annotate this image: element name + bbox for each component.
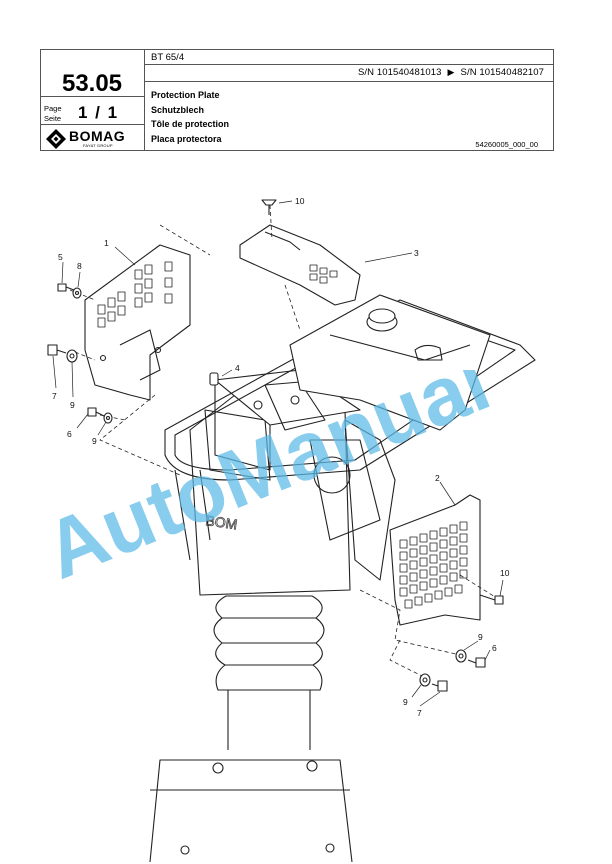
- engine-housing: BOM: [189, 369, 396, 596]
- callout-6: 6: [492, 643, 497, 653]
- assembly-lines: [69, 204, 501, 681]
- header-rule: [144, 64, 554, 65]
- washer-9b: [103, 412, 113, 424]
- title-de: Schutzblech: [151, 104, 205, 115]
- callout-2: 2: [435, 473, 440, 483]
- fasteners: [47, 199, 504, 692]
- leader-lines: [52, 200, 504, 707]
- bomag-logo: BOMAG FAYAT GROUP: [46, 128, 142, 150]
- image-code: 54260005_000_00: [475, 140, 538, 149]
- bolt-6b: [467, 657, 486, 668]
- bolt-10-right: [479, 594, 504, 605]
- callout-9: 9: [403, 697, 408, 707]
- svg-text:BOM: BOM: [205, 512, 239, 532]
- header-rule: [144, 81, 554, 82]
- logo-brand: BOMAG: [69, 128, 126, 144]
- logo-sub: FAYAT GROUP: [83, 143, 113, 148]
- callout-10: 10: [500, 568, 510, 578]
- washer-9: [66, 349, 78, 363]
- bellows: [213, 595, 325, 750]
- title-fr: Tôle de protection: [151, 119, 230, 129]
- exploded-parts-drawing: BOM: [47, 196, 536, 863]
- model-name: BT 65/4: [151, 52, 185, 63]
- protection-plate-right: [389, 494, 481, 626]
- protection-plate-top: [239, 224, 361, 306]
- callout-9: 9: [478, 632, 483, 642]
- header-border: [40, 49, 554, 151]
- callout-7: 7: [52, 391, 57, 401]
- rammer-foot: [149, 759, 353, 863]
- section-number: 53.05: [61, 70, 123, 97]
- title-es: Placa protectora: [151, 133, 222, 144]
- callout-5: 5: [58, 252, 63, 262]
- callout-9: 9: [92, 436, 97, 446]
- protection-plate-left: [84, 244, 191, 401]
- header-divider: [144, 49, 145, 151]
- fuel-tank: [289, 294, 491, 431]
- title-en: Protection Plate: [151, 90, 220, 100]
- bomag-logo-icon: [46, 129, 66, 149]
- callout-9: 9: [70, 400, 75, 410]
- arrow-right-icon: ▶: [447, 67, 455, 77]
- bolt-6: [87, 407, 105, 417]
- washer-9c: [455, 649, 467, 663]
- bolt-7b: [431, 680, 448, 692]
- serial-from: S/N 101540481013: [358, 67, 442, 78]
- callout-4: 4: [235, 363, 240, 373]
- page-label-en: Page: [44, 104, 62, 113]
- page-label: Page Seite: [44, 104, 62, 124]
- callout-7: 7: [417, 708, 422, 718]
- washer-8: [72, 287, 82, 299]
- callout-3: 3: [414, 248, 419, 258]
- bolt-10-top: [261, 199, 277, 215]
- serial-range: S/N 101540481013 ▶ S/N 101540482107: [358, 67, 544, 78]
- washer-9d: [419, 673, 431, 687]
- callout-6: 6: [67, 429, 72, 439]
- page-label-de: Seite: [44, 114, 62, 123]
- bolt-5: [57, 283, 75, 292]
- header-rule: [40, 96, 144, 97]
- spacer-4: [209, 372, 219, 386]
- title-list: Protection Plate Schutzblech Tôle de pro…: [151, 88, 229, 146]
- bolt-7: [47, 344, 67, 356]
- header-block: BT 65/4 S/N 101540481013 ▶ S/N 10154048210…: [40, 49, 554, 151]
- callout-8: 8: [77, 261, 82, 271]
- page-number: 1 / 1: [78, 103, 118, 122]
- callout-10: 10: [295, 196, 305, 206]
- callout-1: 1: [104, 238, 109, 248]
- header-rule: [40, 124, 144, 125]
- serial-to: S/N 101540482107: [460, 67, 544, 78]
- callout-labels: 10 1 3 5 8 7 9 4 6 9 2 10 9 6 9 7: [52, 196, 510, 718]
